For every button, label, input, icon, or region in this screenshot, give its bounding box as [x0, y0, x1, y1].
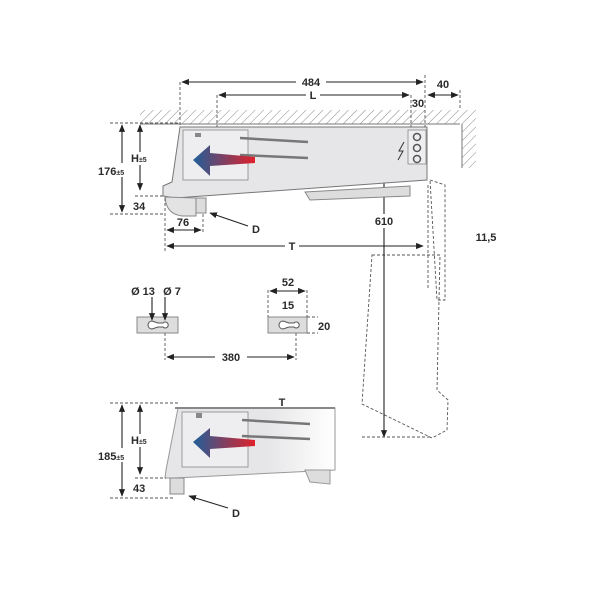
drain-outlet	[169, 477, 185, 495]
dim-52: 52	[282, 277, 294, 289]
mounting-brackets: Ø 13 Ø 7 52 15 20 380	[131, 277, 330, 364]
dia-7: Ø 7	[163, 286, 181, 298]
dim-L: L	[310, 90, 317, 102]
dim-43: 43	[133, 483, 145, 495]
dim-40: 40	[437, 79, 449, 91]
dim-H-bottom: H±5	[131, 435, 147, 447]
ceiling-hatch	[140, 110, 476, 168]
air-curtain-unit-top	[162, 126, 428, 217]
dim-610: 610	[375, 216, 393, 228]
top-dimensions: 484 L 40 30 176±5 H±5 34 76 D T 610 11,5	[96, 74, 496, 253]
dim-76: 76	[177, 217, 189, 229]
dim-176: 176±5	[98, 166, 124, 178]
air-curtain-unit-bottom: T 185±5 H±5 43 D	[96, 397, 336, 520]
dim-T-top: T	[289, 241, 296, 253]
dim-484: 484	[302, 77, 321, 89]
dim-H: H±5	[131, 153, 147, 165]
dim-11-5: 11,5	[476, 232, 497, 244]
dim-380: 380	[222, 352, 240, 364]
electric-icon	[397, 141, 405, 161]
label-D-top: D	[252, 224, 260, 236]
dim-T-bottom: T	[279, 397, 286, 409]
label-D-bottom: D	[232, 508, 240, 520]
dim-15: 15	[282, 300, 294, 312]
airflow-arrow-icon	[193, 145, 255, 176]
airflow-arrow-icon	[193, 428, 255, 458]
dim-185: 185±5	[98, 451, 124, 463]
drain-outlet	[195, 197, 207, 214]
dim-34: 34	[133, 201, 146, 213]
dim-20: 20	[318, 321, 330, 333]
dia-13: Ø 13	[131, 286, 155, 298]
dim-30: 30	[412, 98, 424, 110]
